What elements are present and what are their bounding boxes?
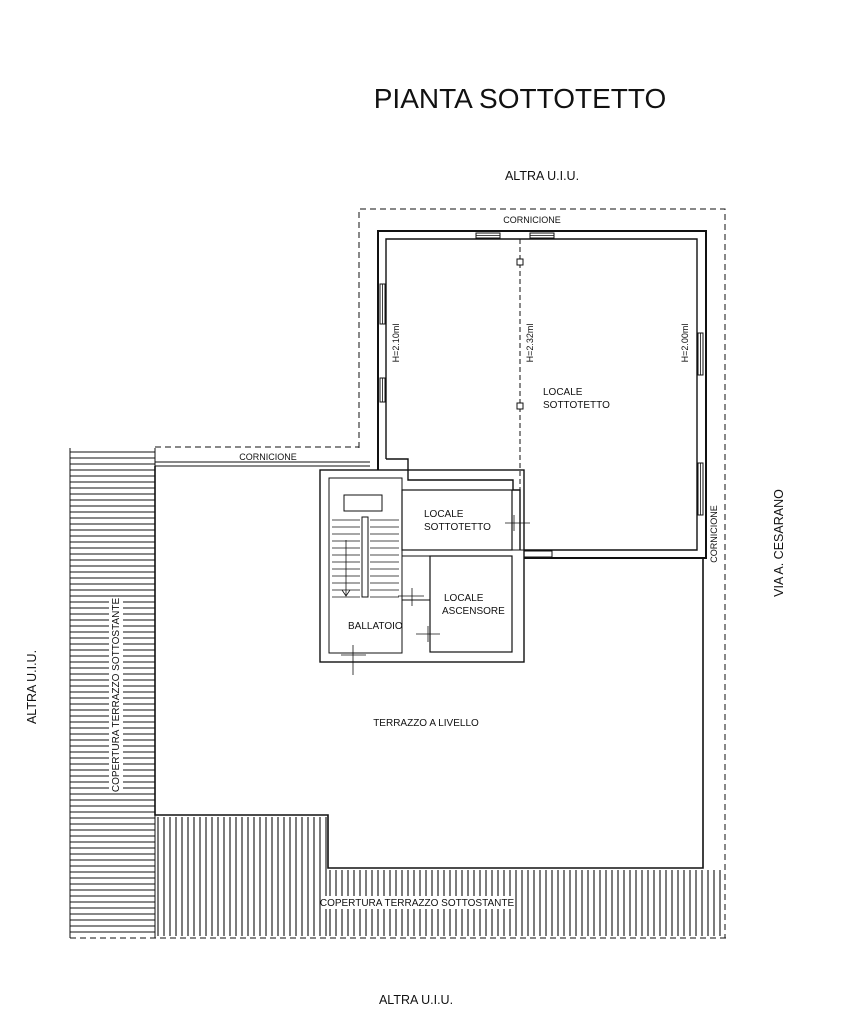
locale-sottotetto-label-1: LOCALE — [543, 387, 583, 398]
height-right: H=2.00ml — [680, 324, 690, 363]
label-via-cesarano: VIA A. CESARANO — [772, 489, 786, 597]
cornicione-top-label: CORNICIONE — [503, 215, 561, 225]
door-marks — [341, 515, 530, 675]
window-left-1 — [379, 283, 386, 325]
locale-sottotetto-small-label-2: SOTTOTETTO — [424, 522, 491, 533]
ballatoio-label: BALLATOIO — [348, 621, 403, 632]
stairs — [332, 494, 399, 598]
height-left: H=2.10ml — [391, 324, 401, 363]
copertura-bottom-label: COPERTURA TERRAZZO SOTTOSTANTE — [320, 898, 515, 909]
cornicione-right-label: CORNICIONE — [709, 505, 719, 563]
terrazzo-label: TERRAZZO A LIVELLO — [373, 718, 479, 729]
window-top-right — [529, 232, 555, 239]
window-right-2 — [697, 462, 704, 516]
height-ridge: H=2.32ml — [525, 324, 535, 363]
locale-sottotetto-label-2: SOTTOTETTO — [543, 400, 610, 411]
ridge-line — [516, 239, 524, 490]
locale-ascensore-label-1: LOCALE — [444, 593, 484, 604]
locale-sottotetto-small-label-1: LOCALE — [424, 509, 464, 520]
label-altra-uiu-bottom: ALTRA U.I.U. — [379, 993, 453, 1007]
locale-ascensore-label-2: ASCENSORE — [442, 606, 505, 617]
label-altra-uiu-left: ALTRA U.I.U. — [25, 650, 39, 724]
plan-title: PIANTA SOTTOTETTO — [374, 83, 666, 114]
window-top-left — [475, 232, 501, 239]
copertura-bottom-hatch — [155, 814, 721, 936]
door-sottotetto-bottom — [523, 550, 553, 558]
window-right-1 — [697, 332, 704, 376]
terrazzo-outline — [154, 466, 704, 869]
cornicione-mid-label: CORNICIONE — [239, 452, 297, 462]
label-altra-uiu-top: ALTRA U.I.U. — [505, 169, 579, 183]
copertura-left-hatch — [69, 448, 156, 938]
copertura-left-label-group: COPERTURA TERRAZZO SOTTOSTANTE — [109, 598, 123, 793]
locale-sottotetto-walls — [370, 230, 707, 559]
copertura-left-label: COPERTURA TERRAZZO SOTTOSTANTE — [111, 598, 122, 793]
stair-block-walls — [319, 469, 525, 663]
copertura-bottom-label-group: COPERTURA TERRAZZO SOTTOSTANTE — [320, 896, 515, 909]
window-left-2 — [379, 377, 386, 403]
cornice-outline — [358, 208, 726, 938]
